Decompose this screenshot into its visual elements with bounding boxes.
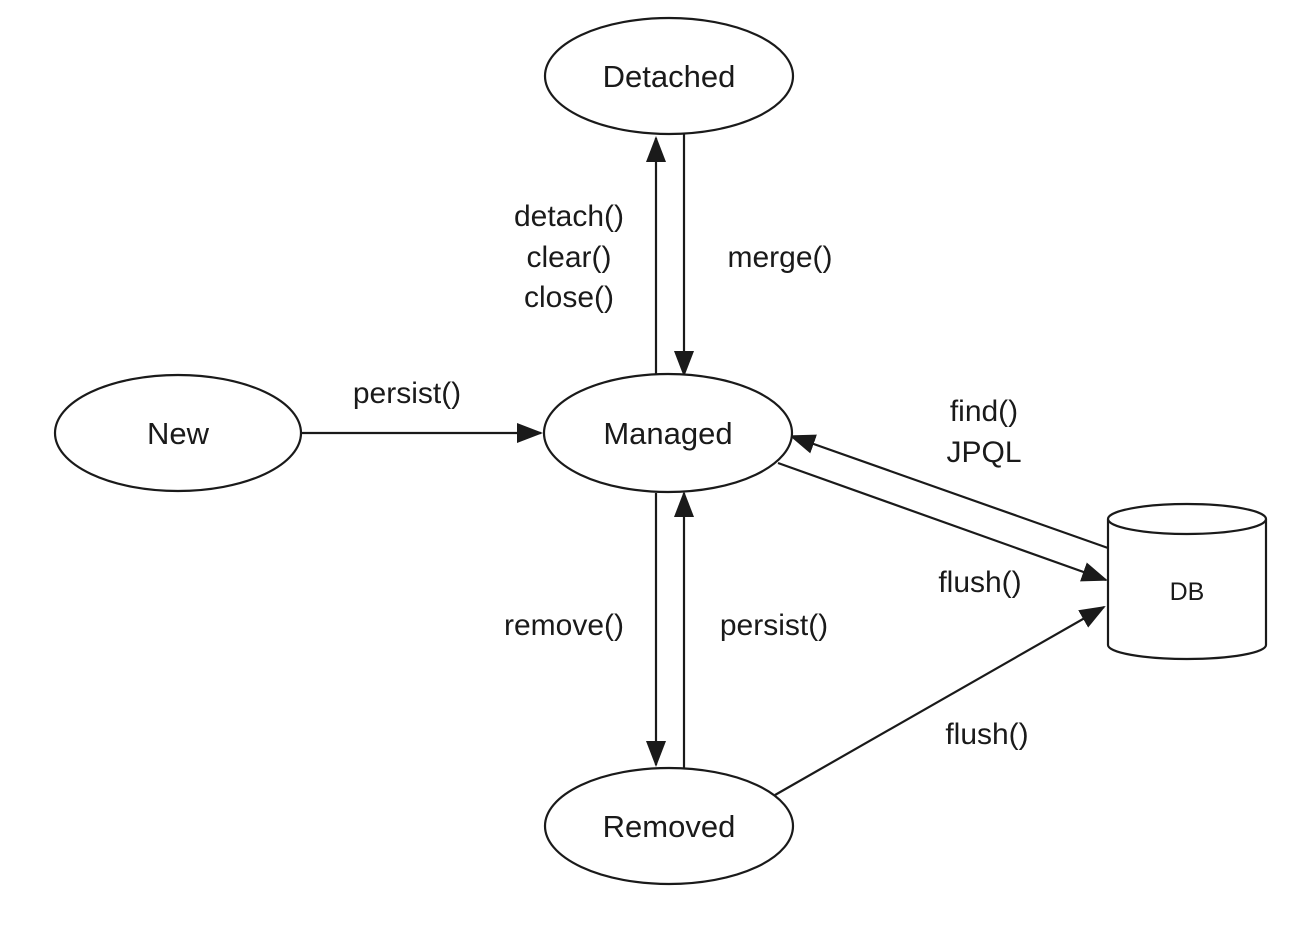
node-db-label: DB — [1170, 578, 1205, 606]
db-cylinder-top — [1106, 502, 1268, 536]
edge-removed-to-db — [774, 606, 1106, 796]
node-removed: Removed — [543, 766, 795, 886]
node-new: New — [53, 373, 303, 493]
label-new-to-managed: persist() — [353, 377, 461, 410]
db-cylinder-body — [1106, 519, 1268, 661]
label-detached-to-managed: merge() — [727, 241, 832, 274]
edge-managed-to-db — [777, 461, 1108, 582]
label-managed-to-detached-3: close() — [524, 281, 614, 314]
label-removed-to-managed: persist() — [720, 609, 828, 642]
node-detached-label: Detached — [603, 59, 736, 94]
node-managed-label: Managed — [603, 416, 732, 451]
label-managed-to-removed: remove() — [504, 609, 624, 642]
label-managed-to-db: flush() — [938, 566, 1021, 599]
label-db-to-managed-2: JPQL — [946, 436, 1021, 469]
node-managed: Managed — [542, 372, 794, 494]
label-removed-to-db: flush() — [945, 718, 1028, 751]
label-db-to-managed-1: find() — [950, 395, 1018, 428]
node-removed-label: Removed — [603, 809, 736, 844]
label-managed-to-detached-1: detach() — [514, 200, 624, 233]
edge-db-to-managed — [789, 434, 1109, 550]
node-detached: Detached — [543, 16, 795, 136]
node-db: DB — [1106, 502, 1268, 661]
node-new-label: New — [147, 416, 210, 451]
label-managed-to-detached-2: clear() — [526, 241, 611, 274]
